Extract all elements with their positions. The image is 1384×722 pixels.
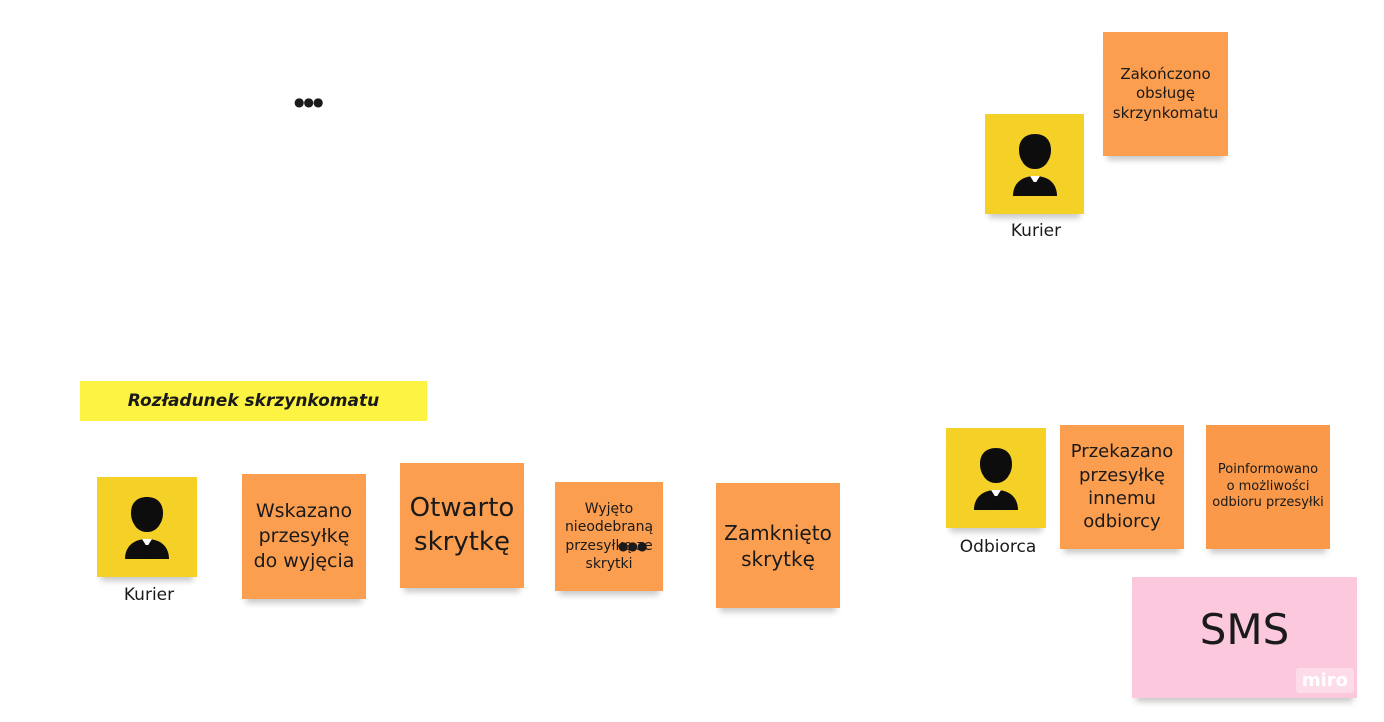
- event-sticky-opened[interactable]: Otwarto skrytkę: [400, 463, 524, 588]
- event-sticky-handed-over[interactable]: Przekazano przesyłkę innemu odbiorcy: [1060, 425, 1184, 549]
- user-icon: [125, 497, 169, 559]
- actor-label-kurier-bottom: Kurier: [123, 585, 175, 605]
- event-sticky-removed[interactable]: Wyjęto nieodebraną przesyłkę ze skrytki: [555, 482, 663, 591]
- user-icon: [974, 448, 1018, 510]
- event-sticky-informed[interactable]: Poinformowano o możliwości odbioru przes…: [1206, 425, 1330, 549]
- section-banner[interactable]: Rozładunek skrzynkomatu: [80, 381, 427, 421]
- event-text-handed-over: Przekazano przesyłkę innemu odbiorcy: [1070, 441, 1174, 533]
- event-text-removed: Wyjęto nieodebraną przesyłkę ze skrytki: [564, 501, 654, 572]
- event-text-informed: Poinformowano o możliwości odbioru przes…: [1212, 461, 1324, 511]
- more-dots-icon[interactable]: ●●●: [618, 539, 647, 553]
- event-sticky-closed[interactable]: Zamknięto skrytkę: [716, 483, 840, 608]
- event-sticky-indicated[interactable]: Wskazano przesyłkę do wyjęcia: [242, 474, 366, 599]
- more-dots-icon[interactable]: ●●●: [294, 95, 323, 109]
- event-text-finished: Zakończono obsługę skrzynkomatu: [1112, 64, 1219, 122]
- event-sticky-finished[interactable]: Zakończono obsługę skrzynkomatu: [1103, 32, 1228, 156]
- actor-sticky-kurier-bottom[interactable]: [97, 477, 197, 577]
- event-text-closed: Zamknięto skrytkę: [724, 520, 832, 571]
- miro-watermark: miro: [1295, 668, 1354, 693]
- user-icon: [1012, 134, 1057, 196]
- actor-label-odbiorca: Odbiorca: [959, 537, 1037, 557]
- event-text-indicated: Wskazano przesyłkę do wyjęcia: [253, 500, 355, 572]
- event-text-opened: Otwarto skrytkę: [409, 492, 515, 557]
- actor-label-kurier-top: Kurier: [1010, 221, 1062, 241]
- section-banner-text: Rozładunek skrzynkomatu: [127, 391, 380, 411]
- external-text-sms: SMS: [1199, 605, 1290, 655]
- actor-sticky-kurier-top[interactable]: [985, 114, 1084, 214]
- external-sticky-sms[interactable]: SMS: [1132, 577, 1357, 698]
- actor-sticky-odbiorca[interactable]: [946, 428, 1046, 528]
